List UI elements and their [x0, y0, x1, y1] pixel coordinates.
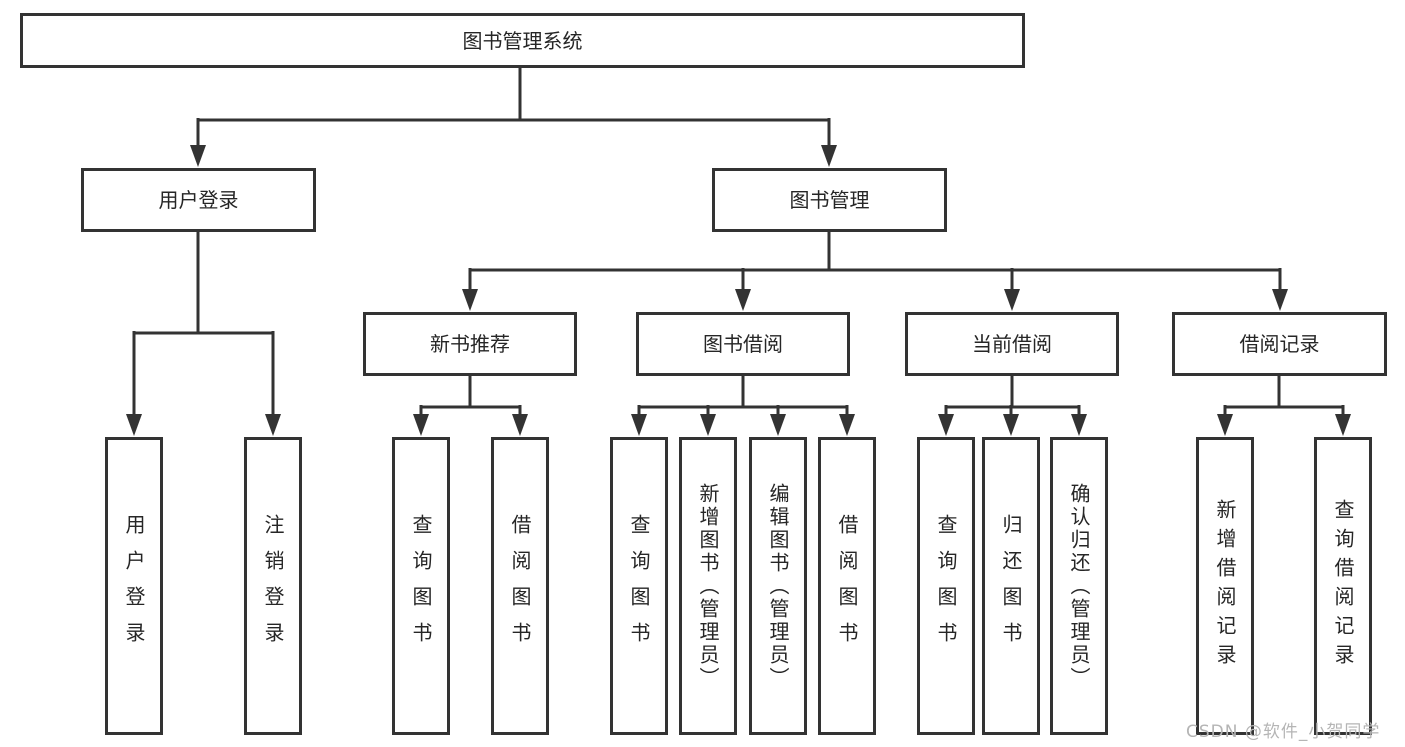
node-new-book-recommend: 新书推荐 — [363, 312, 577, 376]
leaf-query-books-borrow: 查询图书 — [610, 437, 668, 735]
node-book-management: 图书管理 — [712, 168, 947, 232]
node-root: 图书管理系统 — [20, 13, 1025, 68]
leaf-confirm-return-admin: 确认归还（管理员） — [1050, 437, 1108, 735]
leaf-query-borrow-record: 查询借阅记录 — [1314, 437, 1372, 735]
watermark: CSDN @软件_小贺同学 — [1186, 722, 1381, 742]
leaf-edit-book-admin: 编辑图书（管理员） — [749, 437, 807, 735]
leaf-logout: 注销登录 — [244, 437, 302, 735]
leaf-borrow-books-recommend: 借阅图书 — [491, 437, 549, 735]
node-user-login: 用户登录 — [81, 168, 316, 232]
leaf-borrow-books: 借阅图书 — [818, 437, 876, 735]
node-borrow-records: 借阅记录 — [1172, 312, 1387, 376]
leaf-return-book: 归还图书 — [982, 437, 1040, 735]
node-current-borrow: 当前借阅 — [905, 312, 1119, 376]
leaf-add-borrow-record: 新增借阅记录 — [1196, 437, 1254, 735]
leaf-query-books-recommend: 查询图书 — [392, 437, 450, 735]
node-book-borrow: 图书借阅 — [636, 312, 850, 376]
leaf-user-login: 用户登录 — [105, 437, 163, 735]
leaf-add-book-admin: 新增图书（管理员） — [679, 437, 737, 735]
leaf-query-books-current: 查询图书 — [917, 437, 975, 735]
